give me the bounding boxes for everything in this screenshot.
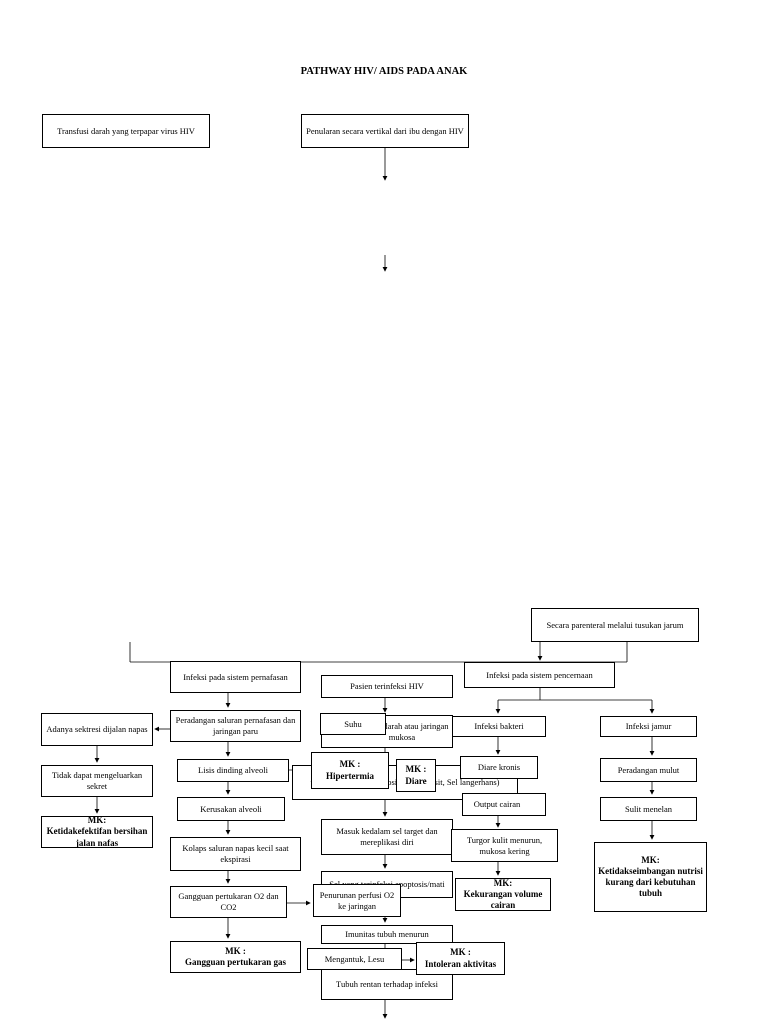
dig-jamur: Infeksi jamur: [600, 716, 697, 737]
mk-diare: MK :Diare: [396, 759, 436, 792]
mid-mengantuk: Mengantuk, Lesu: [307, 948, 402, 970]
resp-infeksi: Infeksi pada sistem pernafasan: [170, 661, 301, 693]
mk-kekurangan-volume-cairan: MK: Kekurangan volume cairan: [455, 878, 551, 911]
mk-gangguan-pertukaran-gas: MK : Gangguan pertukaran gas: [170, 941, 301, 973]
dig-radang-mulut: Peradangan mulut: [600, 758, 697, 782]
mid-suhu: Suhu: [320, 713, 386, 735]
mk-intoleran-aktivitas: MK : Intoleran aktivitas: [416, 942, 505, 975]
dig-infeksi: Infeksi pada sistem pencernaan: [464, 662, 615, 688]
mk-bersihan-jalan-nafas: MK: Ketidakefektifan bersihan jalan nafa…: [41, 815, 153, 848]
dig-output: Output cairan: [462, 793, 546, 816]
center-imunitas: Imunitas tubuh menurun: [321, 925, 453, 944]
dig-turgor: Turgor kulit menurun, mukosa kering: [451, 829, 558, 862]
resp-kolaps: Kolaps saluran napas kecil saat ekspiras…: [170, 837, 301, 871]
page-title: PATHWAY HIV/ AIDS PADA ANAK: [300, 66, 468, 77]
resp-tidak-dapat: Tidak dapat mengeluarkan sekret: [41, 765, 153, 797]
mk-hipertermia: MK :Hipertermia: [311, 752, 389, 789]
source-transfusi: Transfusi darah yang terpapar virus HIV: [42, 114, 210, 148]
resp-gangguan: Gangguan pertukaran O2 dan CO2: [170, 886, 287, 918]
resp-sekresi: Adanya sektresi dijalan napas: [41, 713, 153, 746]
dig-bakteri: Infeksi bakteri: [452, 716, 546, 737]
source-vertikal: Penularan secara vertikal dari ibu denga…: [301, 114, 469, 148]
center-masuk: Masuk kedalam sel target dan mereplikasi…: [321, 819, 453, 855]
mk-ketidakseimbangan-nutrisi: MK:Ketidakseimbangan nutrisi kurang dari…: [594, 842, 707, 912]
mid-perfusi: Penurunan perfusi O2 ke jaringan: [313, 884, 401, 917]
dig-diare-kronis: Diare kronis: [460, 756, 538, 779]
resp-kerusakan: Kerusakan alveoli: [177, 797, 285, 821]
resp-lisis: Lisis dinding alveoli: [177, 759, 289, 782]
center-pasien: Pasien terinfeksi HIV: [321, 675, 453, 698]
source-parenteral: Secara parenteral melalui tusukan jarum: [531, 608, 699, 642]
dig-sulit: Sulit menelan: [600, 797, 697, 821]
resp-peradangan: Peradangan saluran pernafasan dan jaring…: [170, 710, 301, 742]
